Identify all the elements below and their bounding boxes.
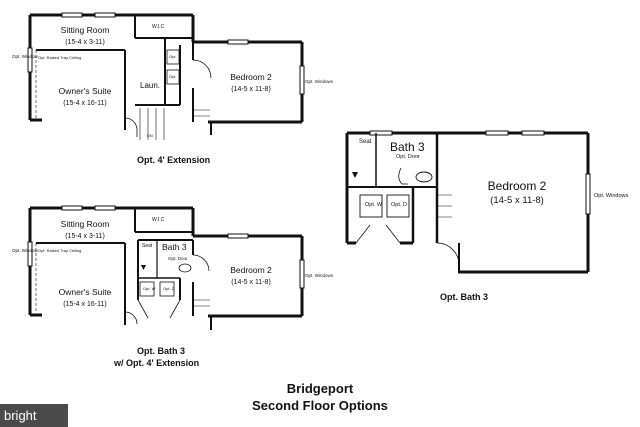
bath3-label-3: Bath 3	[390, 140, 425, 154]
sitting-room-label-2: Sitting Room	[61, 219, 110, 229]
plan-opt-4-extension-labels: Sitting Room (15-4 x 3-11) Opt. Raised T…	[12, 24, 334, 138]
sitting-room-dim: (15-4 x 3-11)	[65, 39, 105, 46]
opt-window-label-2: Opt. Window	[12, 248, 39, 253]
sitting-room-dim-2: (15-4 x 3-11)	[65, 233, 105, 240]
bedroom-label-2: Bedroom 2	[230, 265, 272, 275]
caption-with-extension: w/ Opt. 4' Extension	[114, 358, 200, 368]
dn-label: DN	[147, 133, 153, 138]
wic-label-2: W.I.C	[152, 217, 165, 223]
bedroom-dim-3: (14-5 x 11-8)	[490, 195, 544, 206]
opt-window-label: Opt. Window	[12, 54, 39, 59]
page-title: Bridgeport	[286, 381, 354, 396]
plan-opt-bath3-labels: Seat Bath 3 Opt. Door Opt. W Opt. D Bedr…	[359, 139, 628, 208]
bedroom-label-3: Bedroom 2	[488, 179, 547, 193]
opt-door-label-3: Opt. Door	[396, 154, 420, 160]
plan-opt-bath3	[345, 130, 591, 274]
opt-d-label-2: Opt. D	[163, 286, 175, 291]
opt-w-label-2: Opt. W	[143, 286, 156, 291]
opt-windows-label-2: Opt. Windows	[305, 273, 334, 278]
opt-shelf-label-2: Opt.	[169, 74, 177, 79]
caption-opt-4-extension: Opt. 4' Extension	[137, 155, 211, 165]
watermark-logo: bright	[0, 404, 68, 427]
owners-suite-label: Owner's Suite	[59, 86, 112, 96]
raised-tray-label-2: Opt. Raised Tray Ceiling	[38, 248, 81, 253]
caption-opt-bath3: Opt. Bath 3	[137, 346, 186, 356]
plan-bath3-with-extension-labels: Sitting Room (15-4 x 3-11) Opt. Raised T…	[12, 217, 334, 308]
opt-w-label-3: Opt. W	[365, 202, 383, 208]
opt-d-label-3: Opt. D	[391, 202, 407, 208]
seat-label-3: Seat	[359, 139, 372, 145]
laundry-label: Laun.	[140, 81, 160, 90]
plan-opt-4-extension	[27, 12, 305, 140]
wic-label: W.I.C	[152, 24, 165, 30]
bath3-label-2: Bath 3	[162, 242, 187, 252]
raised-tray-label: Opt. Raised Tray Ceiling	[38, 55, 81, 60]
plan-bath3-with-extension	[27, 205, 305, 330]
owners-suite-label-2: Owner's Suite	[59, 287, 112, 297]
opt-shelf-label: Opt.	[169, 54, 177, 59]
page-subtitle: Second Floor Options	[252, 398, 388, 413]
opt-door-label-2: Opt. Door	[168, 256, 188, 261]
caption-opt-bath3-enlarged: Opt. Bath 3	[440, 292, 489, 302]
bedroom-label: Bedroom 2	[230, 72, 272, 82]
sitting-room-label: Sitting Room	[61, 25, 110, 35]
opt-windows-label-3: Opt. Windows	[594, 193, 628, 199]
opt-windows-label: Opt. Windows	[305, 79, 334, 84]
owners-suite-dim-2: (15-4 x 16-11)	[63, 301, 106, 308]
bedroom-dim-2: (14-5 x 11-8)	[231, 279, 271, 286]
owners-suite-dim: (15-4 x 16-11)	[63, 100, 106, 107]
seat-label-2: Seat	[142, 243, 153, 249]
bedroom-dim: (14-5 x 11-8)	[231, 86, 271, 93]
